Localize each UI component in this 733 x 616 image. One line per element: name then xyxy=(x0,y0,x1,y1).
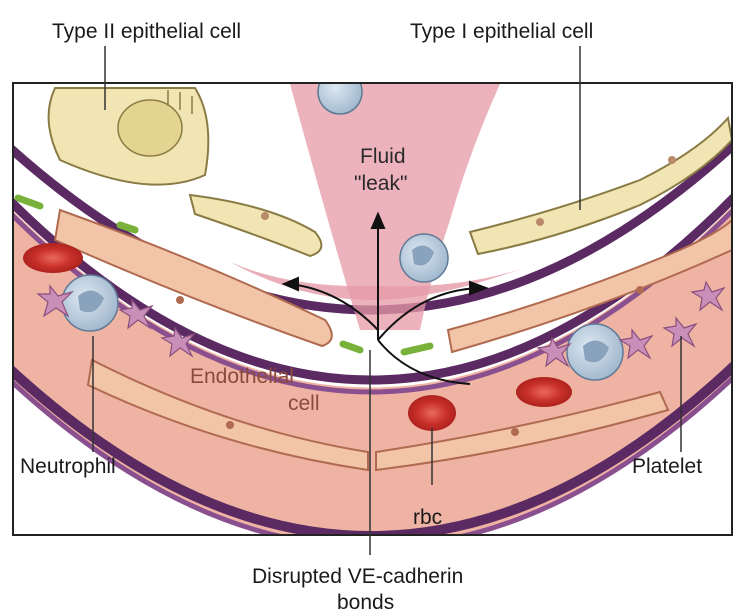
label-type-ii-epithelial-cell: Type II epithelial cell xyxy=(52,20,241,43)
label-rbc: rbc xyxy=(413,506,442,529)
label-neutrophil: Neutrophil xyxy=(20,455,116,478)
label-bonds: bonds xyxy=(337,591,394,614)
label-endothelial: Endothelial xyxy=(190,365,294,388)
label-platelet: Platelet xyxy=(632,455,702,478)
label-fluid: Fluid xyxy=(360,145,406,168)
label-disrupted-ve-cadherin: Disrupted VE-cadherin xyxy=(252,565,463,588)
label-endothelial-cell: cell xyxy=(288,392,320,415)
label-leak: "leak" xyxy=(354,172,407,195)
label-type-i-epithelial-cell: Type I epithelial cell xyxy=(410,20,593,43)
